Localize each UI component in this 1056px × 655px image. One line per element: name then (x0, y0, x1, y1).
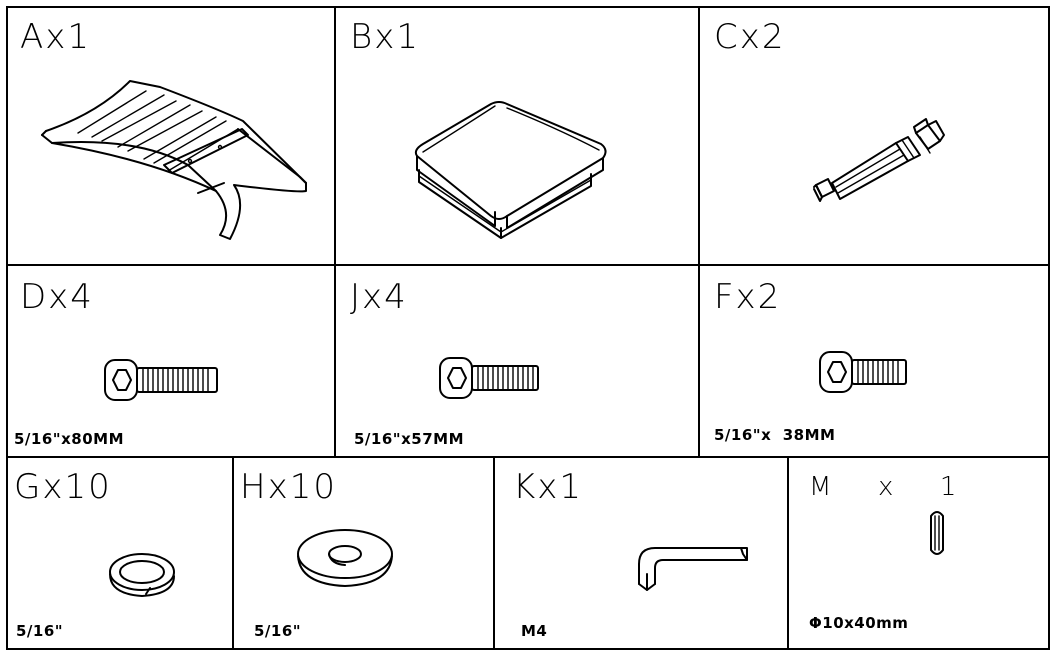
leg-icon (813, 118, 945, 202)
part-cell-c: Cx2 (698, 6, 1050, 266)
bolt-icon (104, 359, 218, 401)
spring-washer-icon (109, 553, 175, 597)
part-f-size: 5/16"x 38MM (714, 426, 836, 444)
part-j-title: Jx4 (350, 277, 408, 317)
part-cell-d: Dx4 5/16"x80MM (6, 264, 336, 458)
part-f-title: Fx2 (714, 277, 782, 317)
part-cell-a: Ax1 (6, 6, 336, 266)
part-m-size: Φ10x40mm (809, 614, 909, 632)
part-h-size: 5/16" (254, 622, 302, 640)
part-cell-k: Kx1 M4 (493, 456, 789, 650)
part-cell-h: Hx10 5/16" (232, 456, 495, 650)
allen-key-icon (638, 547, 748, 591)
part-m-title: M x 1 (809, 472, 967, 502)
part-d-size: 5/16"x80MM (14, 430, 125, 448)
part-cell-g: Gx10 5/16" (6, 456, 234, 650)
part-a-title: Ax1 (20, 17, 92, 57)
part-k-size: M4 (521, 622, 548, 640)
bolt-icon (439, 357, 539, 399)
part-cell-j: Jx4 5/16"x57MM (334, 264, 700, 458)
backrest-frame-icon (41, 80, 307, 240)
part-d-title: Dx4 (20, 277, 94, 317)
bolt-icon (819, 351, 907, 393)
part-h-title: Hx10 (240, 467, 337, 507)
seat-cushion-icon (414, 101, 607, 239)
part-cell-b: Bx1 (334, 6, 700, 266)
part-g-title: Gx10 (14, 467, 112, 507)
part-cell-f: Fx2 5/16"x 38MM (698, 264, 1050, 458)
part-g-size: 5/16" (16, 622, 64, 640)
part-b-title: Bx1 (350, 17, 421, 57)
part-j-size: 5/16"x57MM (354, 430, 465, 448)
dowel-pin-icon (930, 511, 944, 555)
part-k-title: Kx1 (513, 467, 584, 507)
part-cell-m: M x 1 Φ10x40mm (787, 456, 1050, 650)
flat-washer-icon (297, 529, 393, 587)
part-c-title: Cx2 (714, 17, 786, 57)
